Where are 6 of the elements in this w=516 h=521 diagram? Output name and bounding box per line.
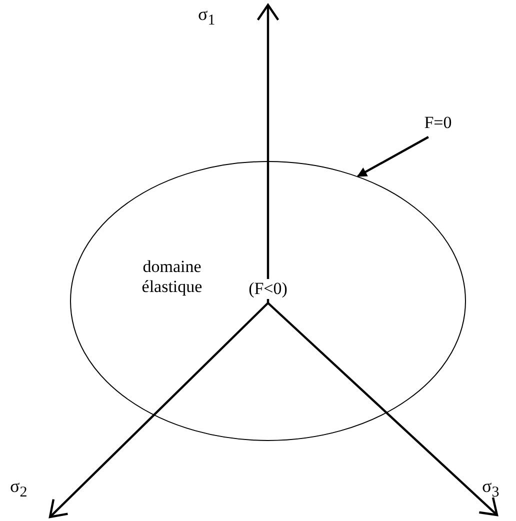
arrow <box>356 136 429 178</box>
axis-label: σ$_{2}$ <box>10 476 28 503</box>
axis-label: σ$_{3}$ <box>482 476 500 503</box>
region-label: domaine élastique <box>140 257 204 297</box>
surface-label: F=0 <box>423 113 453 133</box>
axis-label: σ$_{1}$ <box>198 4 216 31</box>
